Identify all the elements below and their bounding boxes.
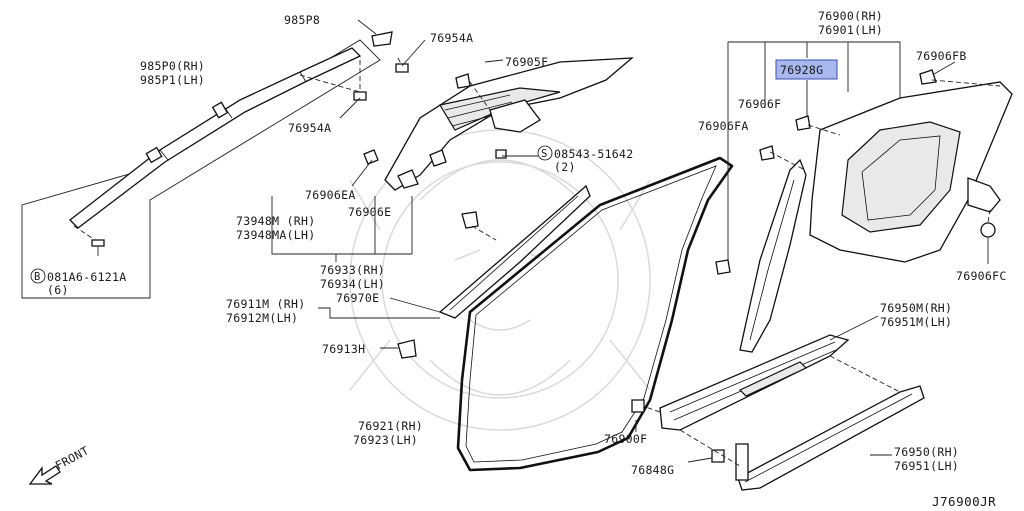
callout-76913h: 76913H <box>322 342 365 356</box>
front-arrow <box>28 465 61 485</box>
callout-76928g-highlight[interactable]: 76928G <box>775 59 838 80</box>
callout-76951: 76951(LH) <box>894 459 959 473</box>
callout-76848g: 76848G <box>631 463 674 477</box>
callout-76906fc: 76906FC <box>956 269 1007 283</box>
callout-76906f: 76906F <box>738 97 781 111</box>
svg-text:08543-51642: 08543-51642 <box>554 147 633 161</box>
svg-text:B: B <box>34 271 40 283</box>
callout-76954a-top: 76954A <box>430 31 473 45</box>
callout-76901: 76901(LH) <box>818 23 883 37</box>
callout-76934: 76934(LH) <box>320 277 385 291</box>
callout-leaders-center <box>271 196 441 319</box>
callout-76906fb: 76906FB <box>916 49 967 63</box>
svg-text:(6): (6) <box>47 283 69 297</box>
weatherstrip-group <box>456 156 734 472</box>
watermark-emblem <box>349 129 651 431</box>
callout-73948m: 73948M (RH) <box>236 214 315 228</box>
svg-text:76928G: 76928G <box>780 63 823 77</box>
callout-76900: 76900(RH) <box>818 9 883 23</box>
kicking-plate-group <box>631 315 925 491</box>
svg-text:(2): (2) <box>554 160 576 174</box>
svg-text:S: S <box>541 148 547 160</box>
quarter-trim-group <box>715 41 1013 353</box>
callout-76921: 76921(RH) <box>358 419 423 433</box>
callout-985p8: 985P8 <box>284 13 320 27</box>
callout-76951m: 76951M(LH) <box>880 315 952 329</box>
callout-985p0: 985P0(RH) <box>140 59 205 73</box>
callout-76912m: 76912M(LH) <box>226 311 298 325</box>
callout-76911m: 76911M (RH) <box>226 297 305 311</box>
callout-76950: 76950(RH) <box>894 445 959 459</box>
callout-76905f: 76905F <box>505 55 548 69</box>
callout-76906fa: 76906FA <box>698 119 749 133</box>
callout-73948ma: 73948MA(LH) <box>236 228 315 242</box>
callout-labels: 985P8 985P0(RH) 985P1(LH) 76954A 76954A … <box>30 9 1007 509</box>
pillar-trim-group <box>351 57 634 359</box>
callout-985p1: 985P1(LH) <box>140 73 205 87</box>
svg-text:081A6-6121A: 081A6-6121A <box>47 270 126 284</box>
callout-76906e: 76906E <box>348 205 391 219</box>
callout-76970e: 76970E <box>336 291 379 305</box>
callout-76900f: 76900F <box>604 432 647 446</box>
callout-76906ea: 76906EA <box>305 188 356 202</box>
curtain-airbag-group <box>21 19 426 299</box>
callout-08543: S 08543-51642 (2) <box>537 145 633 174</box>
diagram-code: J76900JR <box>932 494 996 509</box>
front-label: FRONT <box>53 443 91 472</box>
callout-76954a-mid: 76954A <box>288 121 331 135</box>
callout-76923: 76923(LH) <box>353 433 418 447</box>
callout-081a6: B 081A6-6121A (6) <box>30 268 126 297</box>
callout-76933: 76933(RH) <box>320 263 385 277</box>
callout-76950m: 76950M(RH) <box>880 301 952 315</box>
